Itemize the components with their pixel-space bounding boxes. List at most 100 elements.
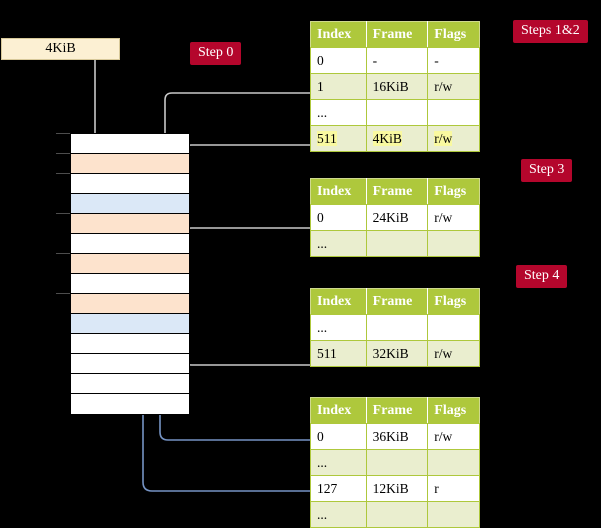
cell-index: 0 bbox=[310, 204, 367, 231]
column-header-flags: Flags bbox=[427, 288, 480, 315]
column-header-frame: Frame bbox=[366, 178, 429, 205]
column-header-frame: Frame bbox=[366, 288, 429, 315]
memory-row bbox=[71, 234, 189, 254]
cell-index: 511 bbox=[310, 125, 367, 152]
cell-frame bbox=[365, 230, 429, 257]
cell-flags: r/w bbox=[427, 125, 480, 152]
wire-steps12-b bbox=[177, 144, 312, 153]
memory-row bbox=[71, 334, 189, 354]
memory-tick bbox=[56, 153, 70, 154]
cell-frame bbox=[365, 314, 429, 341]
cell-index: 0 bbox=[310, 47, 367, 74]
column-header-frame: Frame bbox=[366, 397, 429, 424]
cell-flags: r/w bbox=[427, 340, 480, 367]
table-row: ... bbox=[310, 230, 480, 257]
cell-frame bbox=[365, 99, 429, 126]
badge-steps-1-2: Steps 1&2 bbox=[513, 20, 588, 43]
cell-flags: r bbox=[427, 475, 480, 502]
cell-flags: r/w bbox=[427, 73, 480, 100]
memory-row bbox=[71, 374, 189, 394]
table-row: 0-- bbox=[310, 47, 480, 74]
wire-step3 bbox=[177, 227, 312, 282]
memory-tick bbox=[56, 253, 70, 254]
badge-step-0: Step 0 bbox=[190, 42, 242, 65]
memory-row bbox=[71, 254, 189, 274]
cell-index: 1 bbox=[310, 73, 367, 100]
cell-flags bbox=[427, 449, 480, 476]
cell-flags bbox=[427, 501, 480, 528]
column-header-index: Index bbox=[310, 21, 367, 48]
cell-index: 511 bbox=[310, 340, 367, 367]
cell-frame: 4KiB bbox=[365, 125, 429, 152]
cell-flags: r/w bbox=[427, 423, 480, 450]
memory-row bbox=[71, 174, 189, 194]
cell-index: 0 bbox=[310, 423, 367, 450]
cell-index: ... bbox=[310, 314, 367, 341]
memory-row bbox=[71, 154, 189, 174]
column-header-frame: Frame bbox=[366, 21, 429, 48]
memory-row bbox=[71, 294, 189, 314]
cell-frame: 24KiB bbox=[365, 204, 429, 231]
memory-row bbox=[71, 394, 189, 414]
badge-label: Steps 1&2 bbox=[521, 23, 580, 38]
table-row: ... bbox=[310, 501, 480, 528]
column-header-flags: Flags bbox=[427, 397, 480, 424]
table-row: ... bbox=[310, 314, 480, 341]
source-frame-box: 4KiB bbox=[1, 38, 120, 60]
cell-flags bbox=[427, 314, 480, 341]
cell-flags: r/w bbox=[427, 204, 480, 231]
memory-row bbox=[71, 134, 189, 154]
badge-label: Step 4 bbox=[524, 268, 560, 283]
memory-row bbox=[71, 274, 189, 294]
cell-frame bbox=[365, 501, 429, 528]
memory-row bbox=[71, 214, 189, 234]
physical-memory-column bbox=[70, 133, 190, 415]
table-row: 511 4KiB r/w bbox=[310, 125, 480, 152]
cell-frame: 32KiB bbox=[365, 340, 429, 367]
cell-frame: 16KiB bbox=[365, 73, 429, 100]
highlighted-value: 4KiB bbox=[372, 130, 402, 146]
cell-index: ... bbox=[310, 501, 367, 528]
badge-step-4: Step 4 bbox=[516, 265, 568, 288]
memory-row bbox=[71, 194, 189, 214]
memory-tick bbox=[56, 173, 70, 174]
highlighted-value: 511 bbox=[317, 130, 337, 146]
cell-flags: - bbox=[427, 47, 480, 74]
cell-index: ... bbox=[310, 449, 367, 476]
cell-flags bbox=[427, 230, 480, 257]
cell-index: 127 bbox=[310, 475, 367, 502]
wire-step4 bbox=[170, 316, 312, 366]
memory-row bbox=[71, 354, 189, 374]
column-header-index: Index bbox=[310, 288, 367, 315]
column-header-flags: Flags bbox=[427, 21, 480, 48]
memory-tick bbox=[56, 133, 70, 134]
memory-tick bbox=[56, 213, 70, 214]
table-row: ... bbox=[310, 449, 480, 476]
memory-tick bbox=[56, 293, 70, 294]
column-header-flags: Flags bbox=[427, 178, 480, 205]
badge-label: Step 0 bbox=[198, 45, 234, 60]
memory-row bbox=[71, 314, 189, 334]
column-header-index: Index bbox=[310, 178, 367, 205]
highlighted-value: r/w bbox=[434, 130, 453, 146]
cell-frame: 36KiB bbox=[365, 423, 429, 450]
badge-step-3: Step 3 bbox=[521, 159, 573, 182]
